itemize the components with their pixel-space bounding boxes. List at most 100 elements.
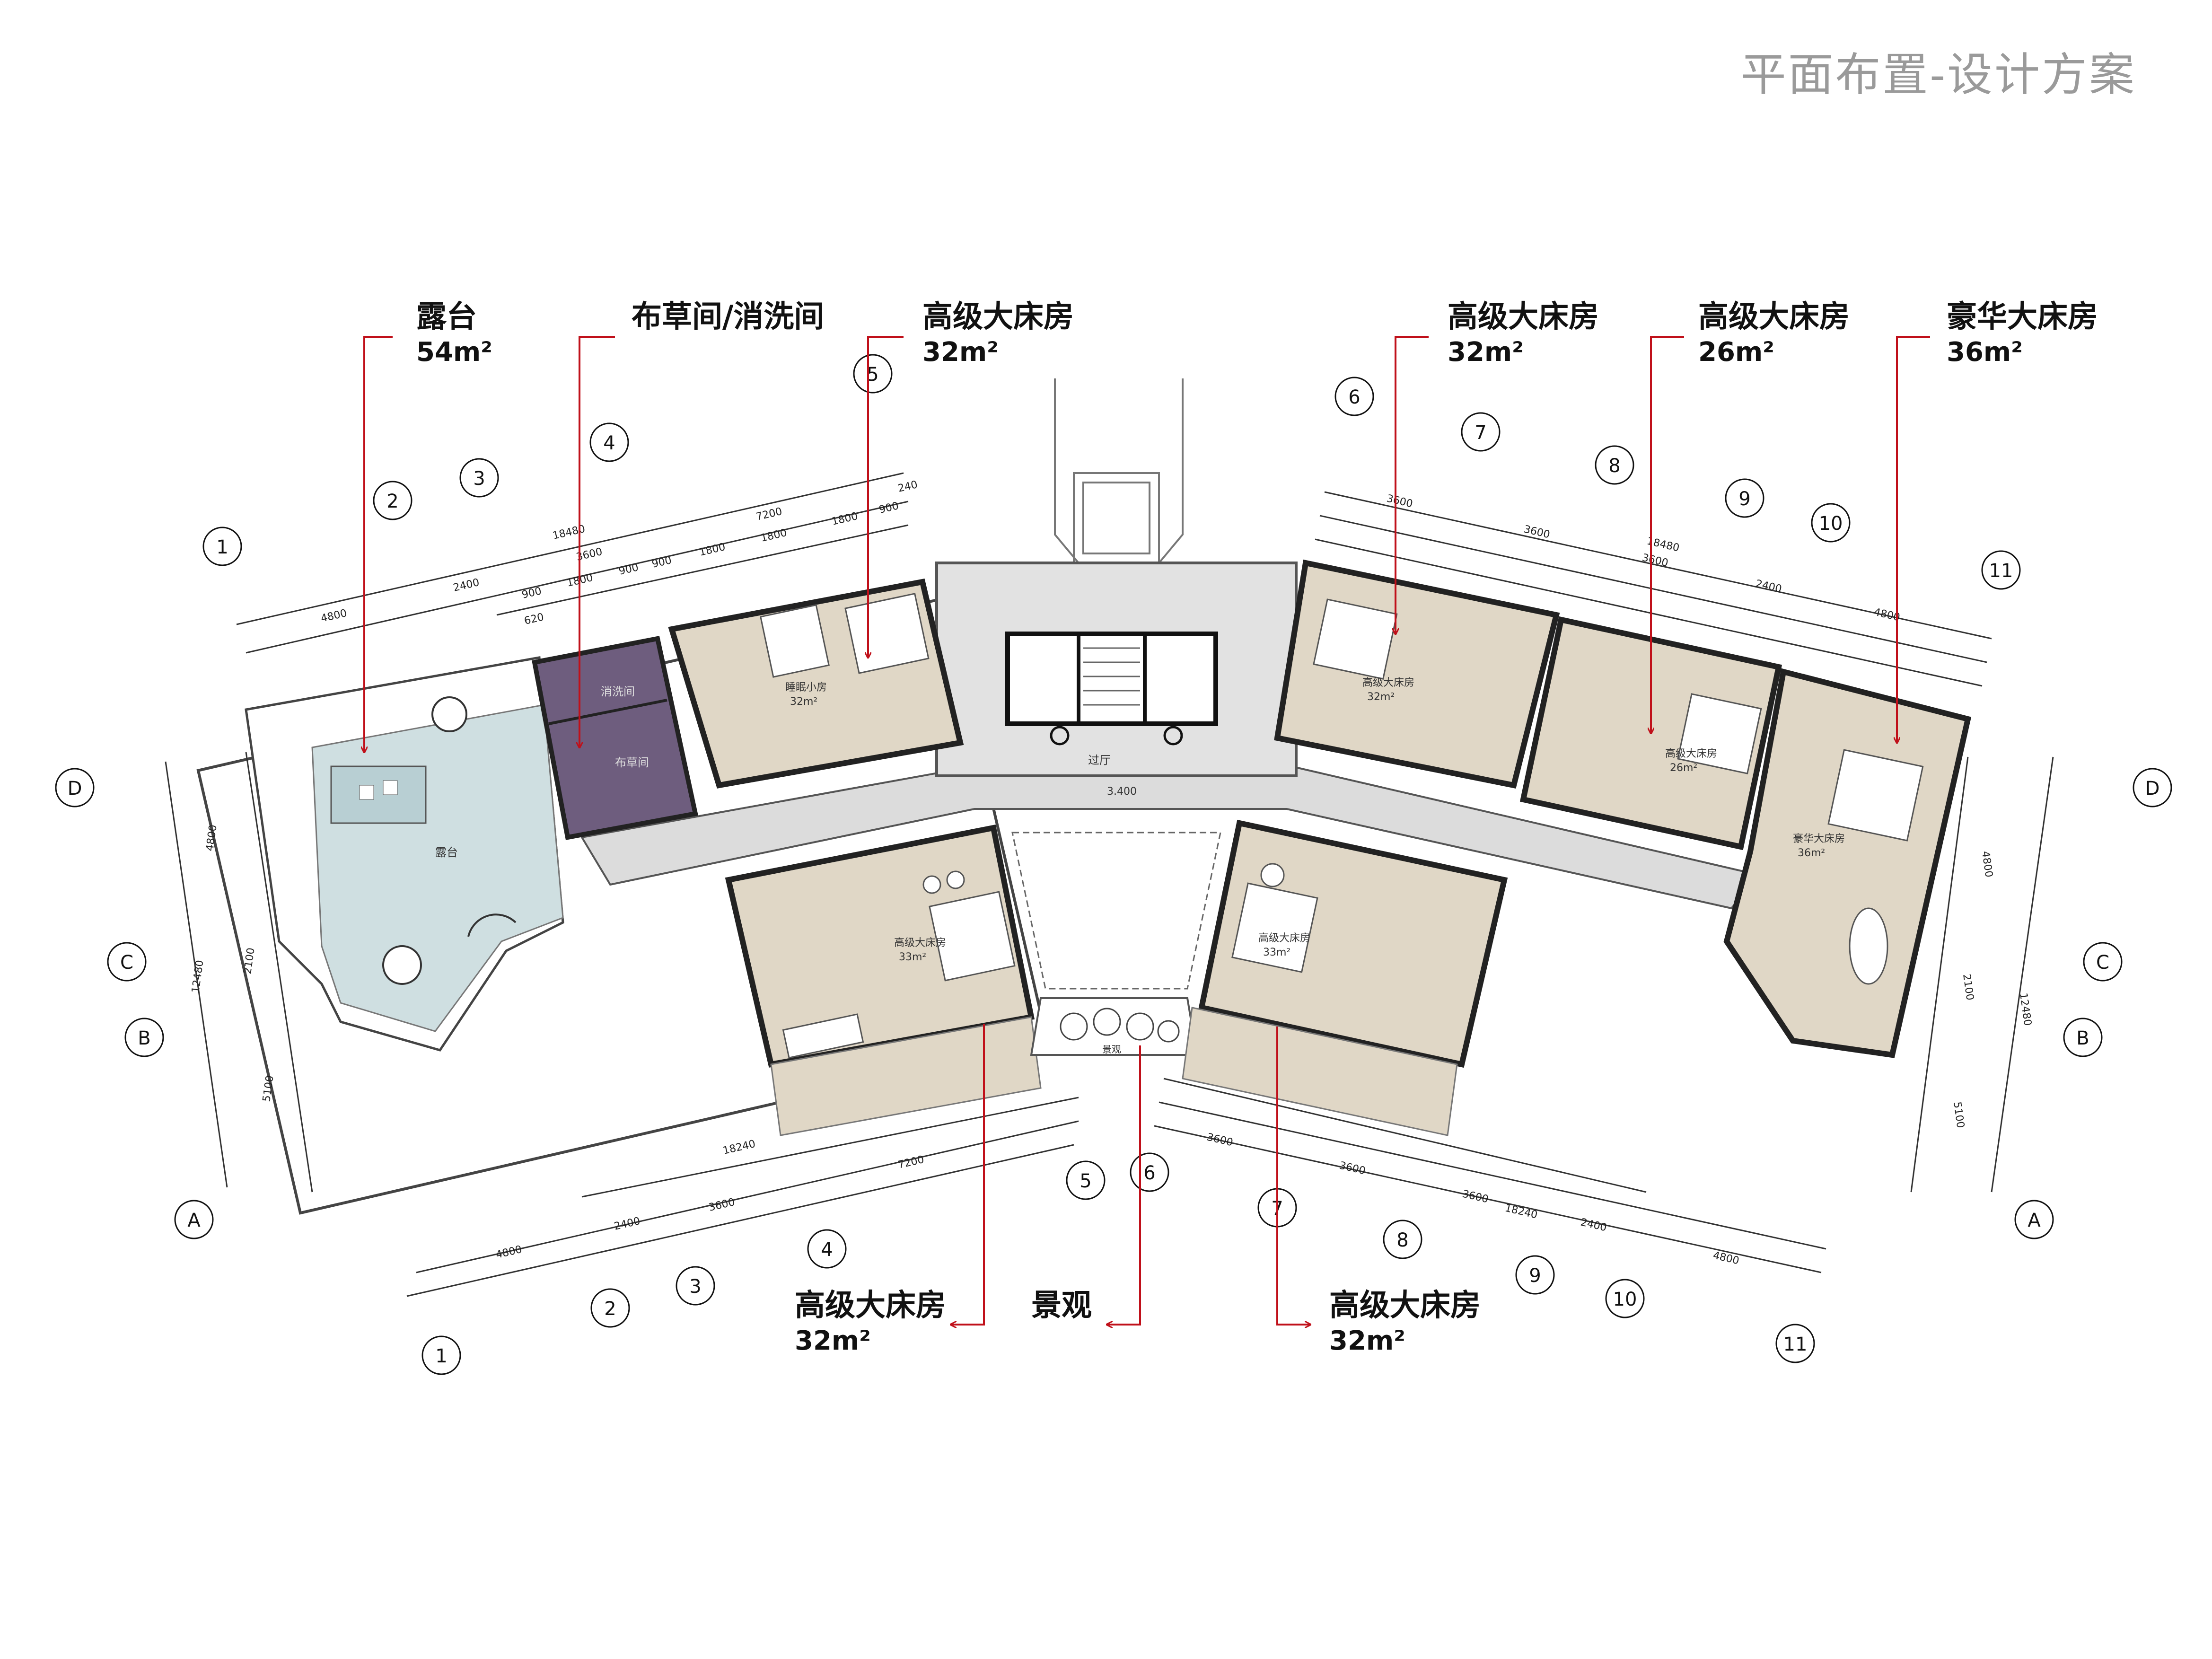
axis-top-left: 1 2 3 4 5 <box>202 354 893 566</box>
callout-name: 高级大床房 <box>1698 299 1850 334</box>
axis-label: C <box>2096 952 2109 974</box>
room-6-area: 33m² <box>1263 947 1290 958</box>
room-6-label: 高级大床房 <box>1258 932 1310 944</box>
axis-label: 10 <box>1819 513 1843 535</box>
axis-label: D <box>2145 778 2160 799</box>
callout-name: 高级大床房 <box>795 1288 946 1323</box>
dim-bottom-left-total: 18240 <box>722 1138 757 1157</box>
dim: 7200 <box>897 1154 925 1171</box>
axis-label: 2 <box>386 491 398 512</box>
axis-label: A <box>187 1210 201 1231</box>
callout-room-top-9: 高级大床房 26m² <box>1698 298 1850 369</box>
balcony-left <box>770 1016 1042 1136</box>
axis-bottom: 1 2 3 4 5 6 7 8 9 10 11 <box>421 1152 1815 1375</box>
linen-room: 消洗间 布草间 <box>532 636 698 840</box>
axis-label: 11 <box>1783 1334 1808 1355</box>
terrace-label: 露台 <box>435 846 458 859</box>
room-2-label: 高级大床房 <box>1362 677 1414 689</box>
room-5-area: 33m² <box>899 951 926 963</box>
callout-area: 26m² <box>1698 337 1774 368</box>
dim-top-left-total: 18480 <box>552 523 587 542</box>
entrance-stair <box>1054 378 1184 564</box>
axis-label: 11 <box>1989 560 2013 582</box>
dim: 1800 <box>760 527 788 544</box>
callout-room-top-11: 豪华大床房 36m² <box>1947 298 2098 369</box>
axis-label: 10 <box>1613 1289 1637 1310</box>
dim: 3600 <box>708 1196 736 1214</box>
room-4: 豪华大床房 36m² <box>1723 668 1972 1058</box>
dim: 900 <box>878 500 900 516</box>
axis-top-right: 6 7 8 9 10 11 <box>1334 377 2021 590</box>
dim: 240 <box>897 479 919 495</box>
axis-label: 7 <box>1475 422 1486 444</box>
terrace: 露台 <box>245 656 564 1052</box>
elevation-mark: 3.400 <box>1107 786 1137 798</box>
axis-label: C <box>120 952 133 974</box>
axis-label: 1 <box>216 536 228 558</box>
callout-room-bot-7: 高级大床房 32m² <box>1329 1287 1481 1358</box>
dim: 4800 <box>1979 850 1995 878</box>
wash-label: 消洗间 <box>601 685 635 698</box>
callout-name: 高级大床房 <box>1329 1288 1481 1323</box>
dim: 900 <box>651 554 673 571</box>
axis-label: B <box>2076 1027 2089 1049</box>
axis-label: B <box>138 1027 150 1049</box>
dim: 1800 <box>831 510 859 528</box>
axis-side-left: D C B A <box>55 768 214 1239</box>
callout-area: 54m² <box>416 337 492 368</box>
dim: 2400 <box>1580 1216 1608 1234</box>
dim-bottom-right-total: 18240 <box>1504 1202 1539 1221</box>
axis-label: 1 <box>435 1345 447 1367</box>
axis-label: D <box>68 778 82 799</box>
dim: 2400 <box>1755 578 1783 595</box>
axis-label: 5 <box>1080 1170 1091 1192</box>
room-6: 高级大床房 33m² <box>1198 819 1508 1068</box>
balcony-right <box>1182 1007 1458 1136</box>
axis-label: 9 <box>1738 488 1750 510</box>
callout-area: 32m² <box>1329 1325 1405 1356</box>
callout-room-bot-5: 高级大床房 32m² <box>795 1287 946 1358</box>
room-3-area: 26m² <box>1670 762 1697 774</box>
callout-room-top-5: 高级大床房 32m² <box>922 298 1074 369</box>
axis-label: 9 <box>1529 1265 1541 1287</box>
room-3-label: 高级大床房 <box>1665 748 1717 760</box>
room-5-label: 高级大床房 <box>894 937 946 949</box>
callout-name: 布草间/消洗间 <box>632 299 825 334</box>
callout-room-top-6: 高级大床房 32m² <box>1448 298 1599 369</box>
dim: 4800 <box>495 1244 523 1261</box>
callout-name: 豪华大床房 <box>1947 299 2098 334</box>
callout-name: 高级大床房 <box>922 299 1074 334</box>
dim: 5100 <box>1951 1101 1966 1129</box>
axis-label: 3 <box>689 1276 701 1298</box>
dim: 900 <box>521 585 543 601</box>
callout-landscape: 景观 <box>1031 1287 1092 1325</box>
callout-name: 露台 <box>416 299 477 334</box>
room-1-area: 32m² <box>790 696 817 708</box>
room-2: 高级大床房 32m² <box>1274 559 1560 789</box>
dim: 1800 <box>698 541 727 559</box>
dim: 12480 <box>2017 992 2033 1027</box>
room-4-label: 豪华大床房 <box>1793 833 1845 845</box>
dim: 7200 <box>755 506 783 523</box>
page-title: 平面布置-设计方案 <box>1740 48 2136 101</box>
dim: 4800 <box>320 607 348 625</box>
dim: 3600 <box>1461 1188 1490 1205</box>
axis-label: 8 <box>1396 1229 1408 1251</box>
room-5: 高级大床房 33m² <box>725 824 1035 1068</box>
axis-label: A <box>2028 1210 2041 1231</box>
callout-area: 36m² <box>1947 337 2023 368</box>
leader-lines <box>364 336 1930 1325</box>
callout-name: 高级大床房 <box>1448 299 1599 334</box>
corridor-label: 过厅 <box>1088 754 1111 767</box>
landscape: 景观 <box>1030 997 1198 1056</box>
landscape-label: 景观 <box>1102 1044 1121 1055</box>
axis-label: 6 <box>1143 1162 1155 1184</box>
dim: 2400 <box>452 577 481 594</box>
callout-linen: 布草间/消洗间 <box>632 298 824 336</box>
dim: 4800 <box>1712 1249 1740 1267</box>
dim: 900 <box>618 562 640 578</box>
dim: 3600 <box>1338 1159 1367 1177</box>
room-1-label: 睡眠小房 <box>785 682 827 693</box>
dim: 3600 <box>1386 492 1414 510</box>
dim: 12480 <box>190 959 206 994</box>
